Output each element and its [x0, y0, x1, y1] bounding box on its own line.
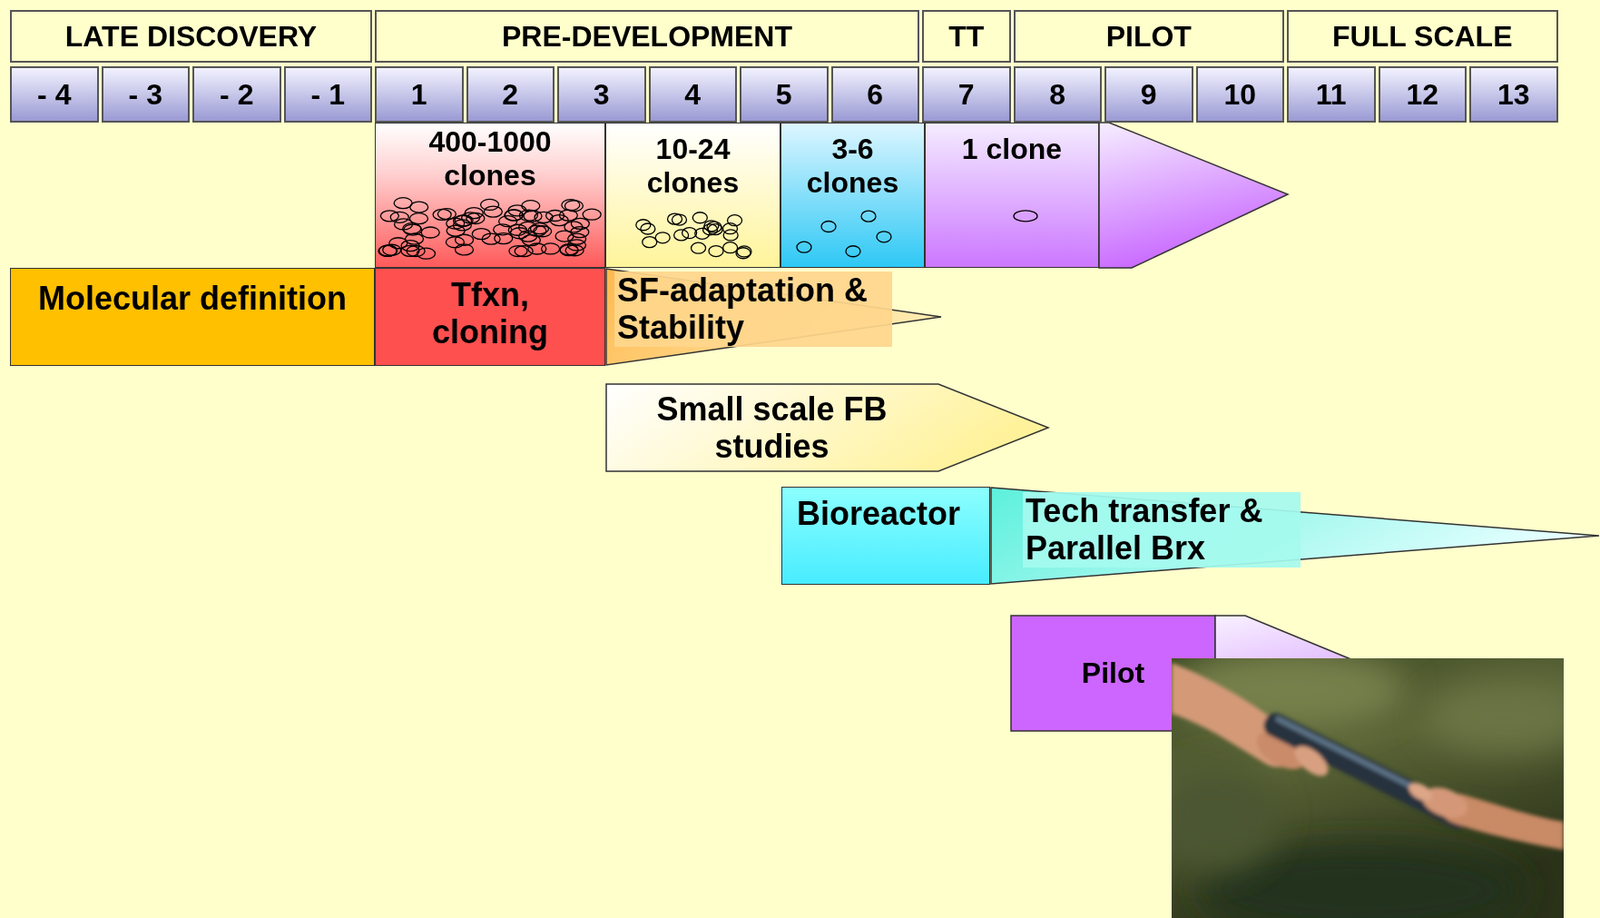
week-cell: 3: [557, 66, 647, 123]
week-cell: 2: [466, 66, 556, 123]
shape-fill: [606, 268, 942, 365]
node-label: 8: [1049, 78, 1066, 112]
clone-stage-box: 1 clone: [924, 122, 1100, 268]
relay-baton-photo: [1171, 657, 1564, 918]
node-label: 12: [1405, 78, 1439, 112]
week-cell: - 4: [9, 66, 99, 123]
node-label: Molecular definition: [38, 279, 347, 317]
node-label: 11: [1315, 78, 1347, 112]
week-cell: 8: [1013, 66, 1103, 123]
node-label: 10: [1223, 78, 1257, 112]
node-label: FULL SCALE: [1332, 19, 1513, 54]
node-label: Tfxn, cloning: [399, 275, 581, 352]
node-label: 1: [411, 78, 428, 112]
node-label: 3-6 clones: [794, 132, 913, 200]
pilot-box: Pilot: [1011, 615, 1216, 731]
process-box: Tfxn, cloning: [374, 267, 606, 366]
week-cell: 13: [1469, 66, 1559, 123]
phase-header: PRE-DEVELOPMENT: [374, 9, 920, 63]
shape-fill: [606, 383, 1049, 472]
node-label: - 3: [128, 78, 163, 112]
process-triangle: Tech transfer & Parallel Brx: [990, 486, 1600, 585]
process-arrow: Small scale FB studies: [605, 382, 1050, 472]
node-label: TT: [948, 19, 984, 54]
phase-header: TT: [922, 9, 1012, 63]
week-cell: 5: [739, 66, 829, 123]
week-cell: 1: [374, 66, 464, 123]
week-cell: 6: [831, 66, 921, 123]
node-label: SF-adaptation & Stability: [614, 271, 893, 347]
week-cell: - 2: [192, 66, 282, 123]
clone-stage-box: 3-6 clones: [780, 122, 925, 268]
week-cell: - 1: [284, 66, 374, 123]
node-label: 10-24 clones: [634, 132, 753, 200]
week-cell: 10: [1196, 66, 1286, 123]
node-label: Tech transfer & Parallel Brx: [1022, 491, 1301, 568]
node-label: 1 clone: [961, 132, 1062, 167]
clone-arrow: [1099, 122, 1288, 268]
node-label: Pilot: [1081, 656, 1145, 690]
node-label: - 2: [219, 78, 254, 112]
node-label: LATE DISCOVERY: [65, 19, 317, 54]
phase-header: FULL SCALE: [1286, 9, 1559, 63]
phase-header: PILOT: [1013, 9, 1286, 63]
node-label: 13: [1497, 78, 1531, 112]
clone-stage-box: 400-1000 clones: [374, 122, 606, 268]
node-label: 400-1000 clones: [403, 125, 577, 193]
week-cell: 7: [922, 66, 1012, 123]
node-label: - 1: [311, 78, 345, 112]
node-label: 5: [775, 78, 793, 112]
node-label: 9: [1140, 78, 1158, 112]
clone-stage-box: 10-24 clones: [605, 122, 781, 268]
week-cell: 9: [1104, 66, 1194, 123]
node-label: 3: [593, 78, 610, 112]
node-label: Bioreactor: [796, 494, 961, 532]
node-label: PILOT: [1106, 19, 1192, 54]
node-label: PRE-DEVELOPMENT: [501, 19, 793, 54]
process-triangle: SF-adaptation & Stability: [605, 267, 943, 366]
node-label: - 4: [37, 78, 71, 112]
week-cell: 12: [1378, 66, 1468, 123]
process-box: Bioreactor: [781, 486, 991, 585]
process-box: Molecular definition: [9, 267, 375, 366]
node-label: 6: [866, 78, 884, 112]
week-cell: - 3: [101, 66, 191, 123]
node-label: 4: [684, 78, 701, 112]
phase-header: LATE DISCOVERY: [9, 9, 373, 63]
node-label: 7: [958, 78, 975, 112]
shape-fill: [991, 487, 1600, 584]
node-label: Small scale FB studies: [605, 390, 939, 466]
node-label: 2: [501, 78, 519, 112]
week-cell: 4: [648, 66, 738, 123]
week-cell: 11: [1286, 66, 1376, 123]
